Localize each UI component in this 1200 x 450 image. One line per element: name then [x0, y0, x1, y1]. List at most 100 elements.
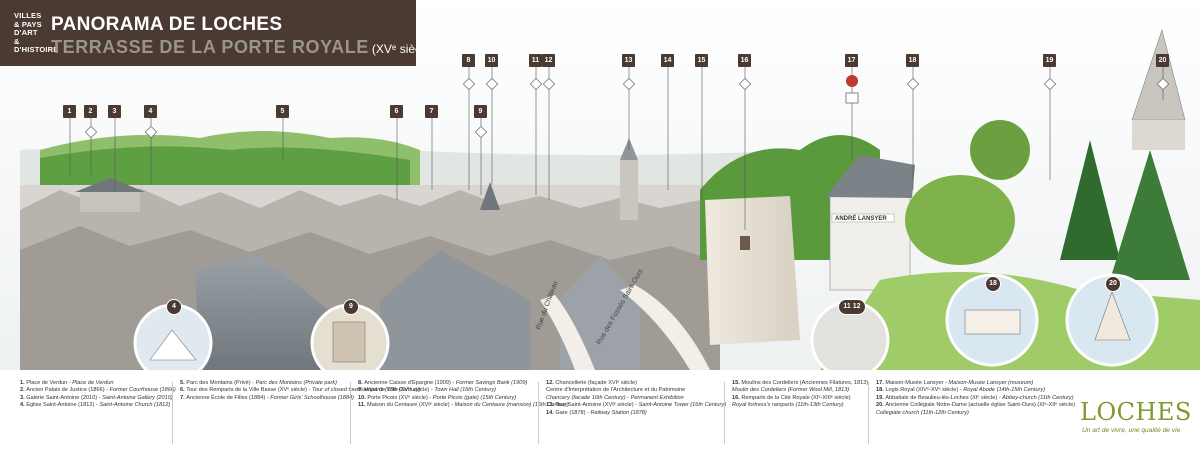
legend-item: Chancery (facade 16th Century) - Permane…: [546, 394, 684, 401]
inset-label-9[interactable]: 9: [343, 299, 359, 315]
legend-divider: [172, 382, 173, 444]
loches-brand: LOCHES: [1080, 398, 1192, 426]
marker-18[interactable]: 18: [906, 54, 919, 67]
legend-english: Parc des Montains (Private park): [255, 380, 338, 386]
legend-number: 12.: [546, 380, 556, 386]
red-dot-icon: [846, 75, 858, 87]
legend-divider: [724, 382, 725, 444]
legend-number: 13.: [546, 402, 556, 409]
legend-french: Ancienne École de Filles (1884): [186, 394, 266, 401]
marker-20[interactable]: 20: [1156, 54, 1169, 67]
legend-french: Ancienne Caisse d'Épargne (1909): [364, 380, 451, 386]
marker-13[interactable]: 13: [622, 54, 635, 67]
legend-item: 11. Maison du Centaure (XVIᵉ siècle) - M…: [358, 402, 569, 409]
legend-french: Maison du Centaure (XVIᵉ siècle): [367, 402, 450, 409]
marker-14[interactable]: 14: [661, 54, 674, 67]
legend-english: Saint-Antoine Gallery (2010): [102, 394, 173, 401]
legend-column-4: 12. Chancellerie (façade XVIᵉ siècle)Cen…: [546, 380, 726, 417]
panorama-illustration: Rue du Château Rue des Fossés Saint-Ours…: [0, 0, 1200, 370]
legend-english: Porte Picois (gate) (15th Century): [432, 394, 517, 401]
legend-english: Abbey-church (11th Century): [1002, 394, 1074, 401]
legend-english: Town Hall (16th Century): [434, 387, 496, 394]
legend-item: Royal fortress's ramparts (11th-13th Cen…: [732, 402, 868, 409]
marker-9[interactable]: 9: [474, 105, 487, 118]
legend-number: 2.: [20, 387, 27, 394]
marker-6[interactable]: 6: [390, 105, 403, 118]
loches-logo[interactable]: LOCHES Un art de vivre, une qualité de v…: [1080, 398, 1192, 438]
page-title: PANORAMA DE LOCHES: [51, 14, 283, 35]
legend-item: 9. Hôtel de Ville (XVIᵉ siècle) - Town H…: [358, 387, 496, 394]
inset-label-4[interactable]: 4: [166, 299, 182, 315]
legend-item: 4. Église Saint-Antoine (1812) - Saint-A…: [20, 402, 171, 409]
marker-17[interactable]: 17: [845, 54, 858, 67]
marker-4[interactable]: 4: [144, 105, 157, 118]
legend-number: 19.: [876, 394, 886, 401]
legend-french: Chancellerie (façade XVIᵉ siècle): [555, 380, 638, 386]
inset-label-11-12[interactable]: 11 12: [838, 299, 866, 315]
legend-column-5: 15. Moulins des Cordeliers (Anciennes Fi…: [732, 380, 868, 410]
marker-16[interactable]: 16: [738, 54, 751, 67]
legend-french: Église Saint-Antoine (1812): [26, 402, 95, 409]
legend-item: 16. Remparts de la Cité Royale (XIᵉ-XIII…: [732, 395, 868, 402]
legend-item: Collegiate church (11th-12th Century): [876, 410, 1075, 417]
lansyer-sign: ANDRÉ LANSYER: [835, 214, 887, 222]
marker-3[interactable]: 3: [108, 105, 121, 118]
marker-10[interactable]: 10: [485, 54, 498, 67]
legend-number: 4.: [20, 402, 27, 409]
legend-french: Abbatiale de Beaulieu-lès-Loches (XIᵉ si…: [885, 394, 998, 401]
marker-11[interactable]: 11: [529, 54, 542, 67]
legend-english: Maison-Musée Lansyer (museum): [948, 380, 1034, 386]
inset-label-20[interactable]: 20: [1105, 276, 1121, 292]
legend-item: 5. Parc des Montains (Privé) - Parc des …: [180, 380, 338, 386]
legend-item: 6. Tour des Remparts de la Ville Basse (…: [180, 387, 421, 394]
marker-2[interactable]: 2: [84, 105, 97, 118]
legend-french: Chancery (facade 16th Century): [546, 394, 626, 401]
legend-number: 10.: [358, 394, 368, 401]
legend-french: Galerie Saint-Antoine (2010): [26, 394, 98, 401]
legend-number: 16.: [732, 394, 742, 401]
legend-number: 8.: [358, 380, 365, 386]
legend-french: Place de Verdun: [26, 380, 68, 386]
legend-french: Maison-Musée Lansyer: [885, 380, 944, 386]
legend-item: 12. Chancellerie (façade XVIᵉ siècle): [546, 380, 726, 387]
marker-8[interactable]: 8: [462, 54, 475, 67]
legend-english: Place de Verdun: [72, 380, 114, 386]
legend-item: 2. Ancien Palais de Justice (1866) - For…: [20, 387, 176, 394]
legend-item: 17. Maison-Musée Lansyer - Maison-Musée …: [876, 380, 1034, 386]
inset-label-18[interactable]: 18: [985, 276, 1001, 292]
legend-english: Royal Abode (14th-15th Century): [963, 387, 1046, 394]
legend-item: Centre d'Interprétation de l'Architectur…: [546, 387, 726, 394]
legend-number: 9.: [358, 387, 365, 394]
legend-english: Royal fortress's ramparts (11th-13th Cen…: [732, 402, 844, 409]
header-banner: VILLES & PAYS D'ART & D'HISTOIRE PANORAM…: [0, 0, 434, 66]
villes-pays-art-histoire-logo: VILLES & PAYS D'ART & D'HISTOIRE: [14, 11, 59, 55]
marker-19[interactable]: 19: [1043, 54, 1056, 67]
legend-english: Moulin des Cordeliers (Former Wool Mill,…: [732, 387, 850, 394]
legend-english: Maison du Centaure (mansion) (16th Centu…: [454, 402, 569, 409]
marker-15[interactable]: 15: [695, 54, 708, 67]
legend-english: Collegiate church (11th-12th Century): [876, 409, 969, 416]
legend-number: 3.: [20, 394, 27, 401]
legend-item: Moulin des Cordeliers (Former Wool Mill,…: [732, 387, 868, 394]
legend-item: 7. Ancienne École de Filles (1884) - For…: [180, 394, 354, 401]
legend-item: 1. Place de Verdun - Place de Verdun: [20, 380, 114, 386]
legend-item: 14. Gare (1878) - Railway Station (1878): [546, 409, 647, 416]
marker-7[interactable]: 7: [425, 105, 438, 118]
legend-item: 13. Tour Saint-Antoine (XVIᵉ siècle) - S…: [546, 402, 727, 409]
legend-item: 18. Logis Royal (XIVᵉ-XVᵉ siècle) - Roya…: [876, 387, 1046, 394]
marker-5[interactable]: 5: [276, 105, 289, 118]
marker-12[interactable]: 12: [542, 54, 555, 67]
legend-item: 15. Moulins des Cordeliers (Anciennes Fi…: [732, 380, 868, 387]
legend-english: Former Savings Bank (1909): [455, 380, 528, 386]
legend-number: 14.: [546, 409, 556, 416]
legend-item: 19. Abbatiale de Beaulieu-lès-Loches (XI…: [876, 394, 1074, 401]
legend-english: Tour of closed town'ramparts (15th Centu…: [311, 387, 421, 394]
legend-number: 20.: [876, 402, 886, 409]
legend-divider: [868, 382, 869, 444]
legend-french: Tour Saint-Antoine (XVIᵉ siècle): [555, 402, 634, 409]
legend-french: Moulins des Cordeliers (Anciennes Filatu…: [741, 380, 869, 386]
legend-item: 8. Ancienne Caisse d'Épargne (1909) - Fo…: [358, 380, 528, 386]
legend-french: Tour des Remparts de la Ville Basse (XVᵉ…: [186, 387, 307, 394]
marker-1[interactable]: 1: [63, 105, 76, 118]
